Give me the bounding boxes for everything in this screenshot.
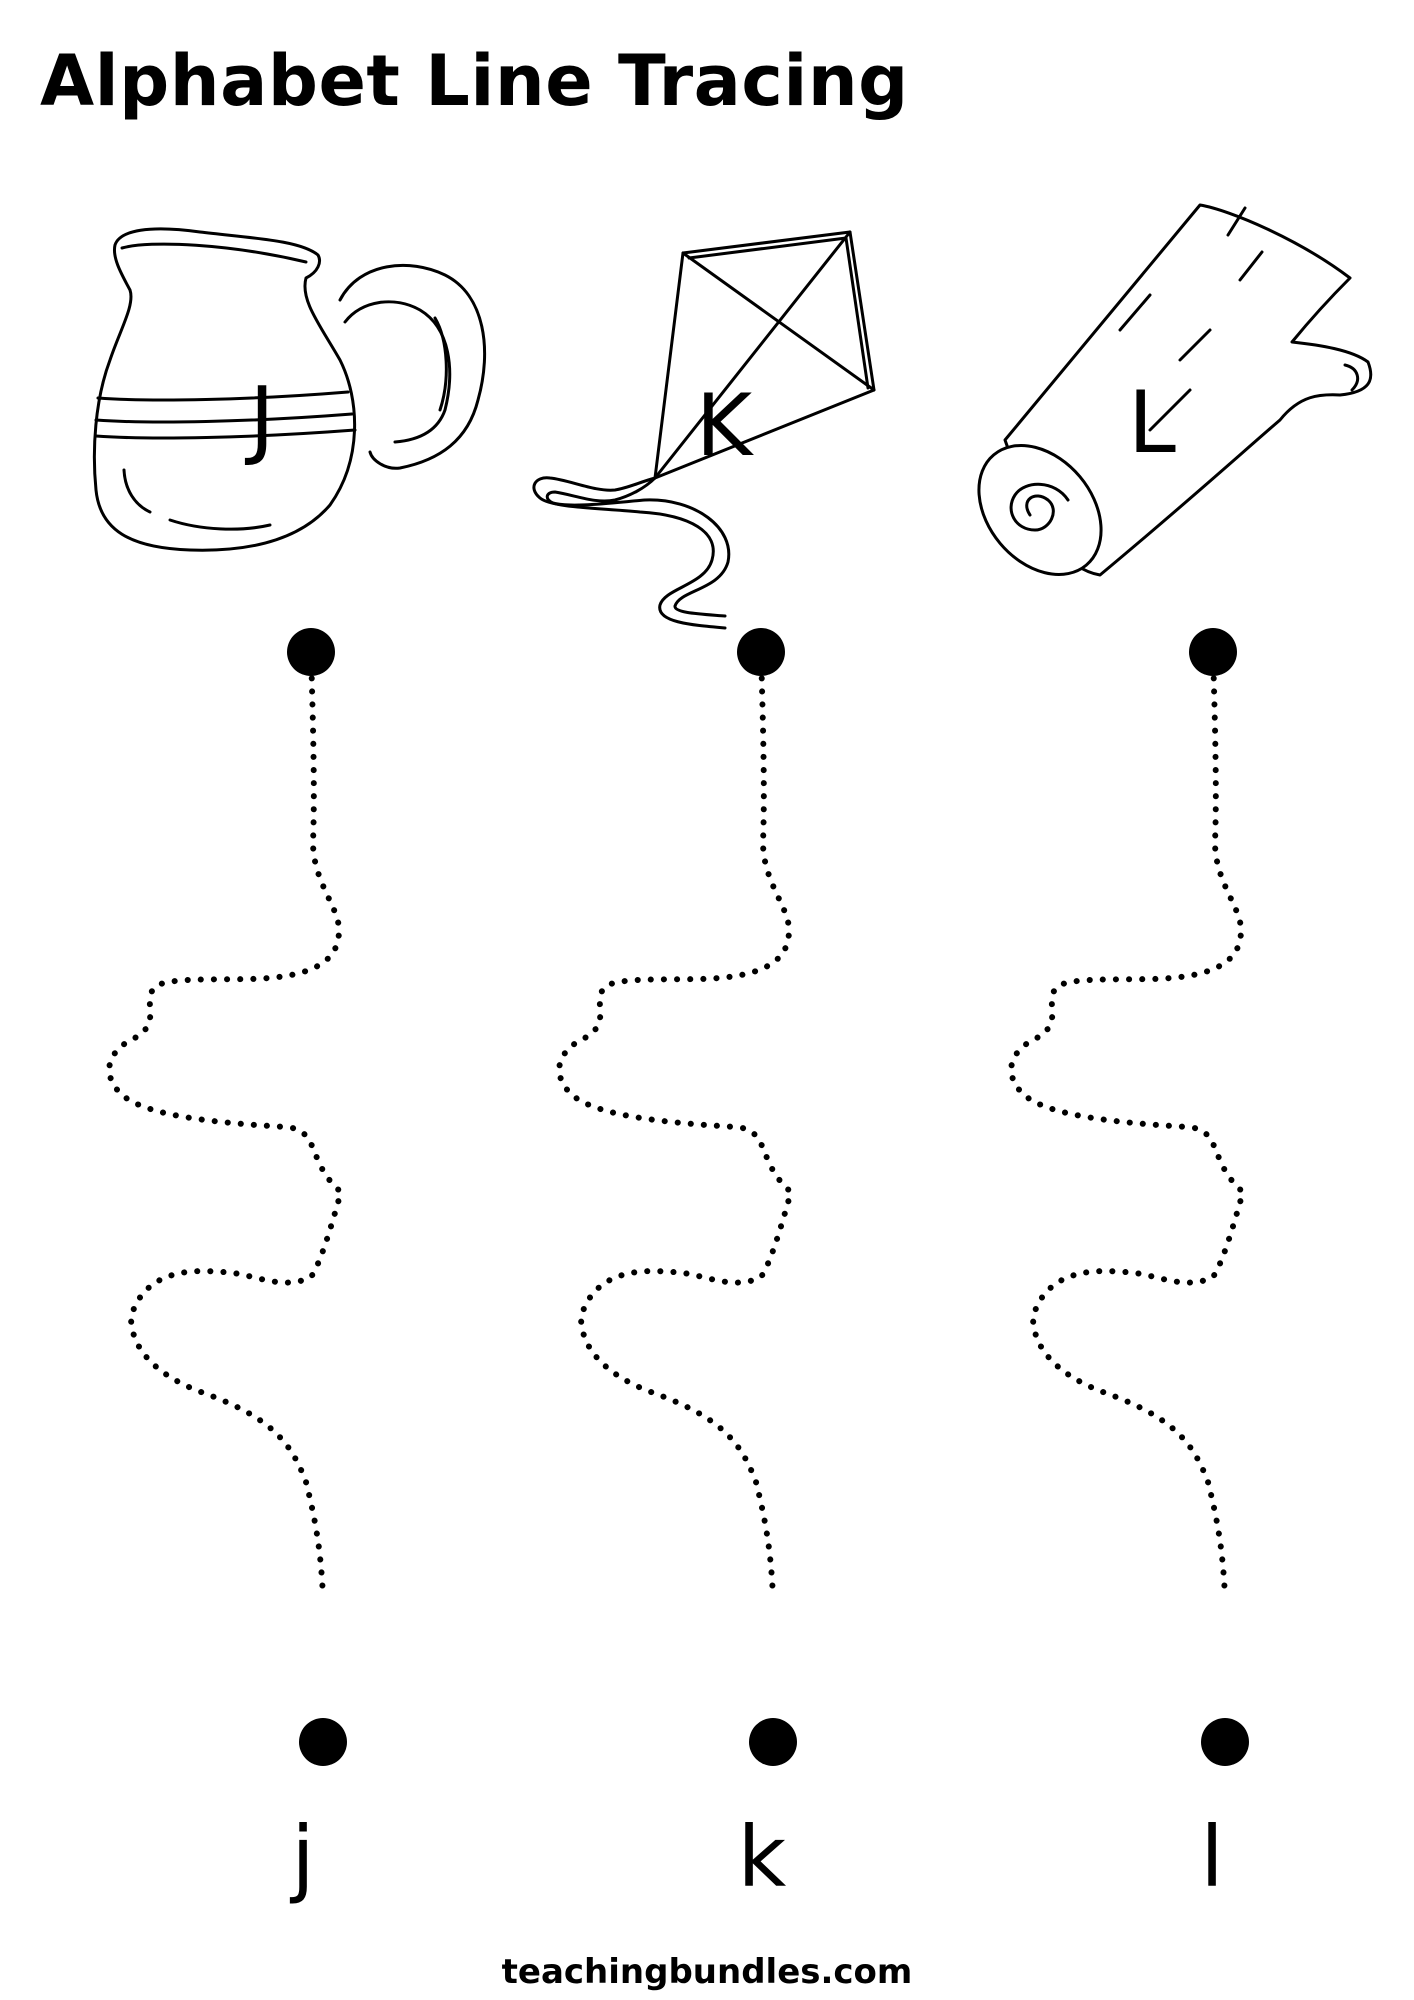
start-dot-3 — [1189, 628, 1237, 676]
lowercase-letter-3: l — [1200, 1808, 1224, 1906]
uppercase-letter-1: J — [244, 369, 274, 469]
end-dot-3 — [1201, 1718, 1249, 1766]
start-dot-2 — [737, 628, 785, 676]
lowercase-letter-2: k — [737, 1808, 787, 1906]
uppercase-letter-2: K — [696, 376, 755, 476]
tracing-path-3 — [1011, 652, 1243, 1597]
jug-icon — [92, 227, 487, 552]
kite-icon — [532, 230, 876, 630]
tracing-path-1 — [109, 652, 341, 1597]
page-title: Alphabet Line Tracing — [40, 40, 909, 122]
end-dot-1 — [299, 1718, 347, 1766]
end-dot-2 — [749, 1718, 797, 1766]
lowercase-letter-1: j — [291, 1808, 315, 1906]
footer-website: teachingbundles.com — [501, 1952, 913, 1992]
uppercase-letter-3: L — [1128, 373, 1176, 473]
start-dot-1 — [287, 628, 335, 676]
log-icon — [977, 203, 1373, 577]
tracing-path-2 — [559, 652, 791, 1597]
